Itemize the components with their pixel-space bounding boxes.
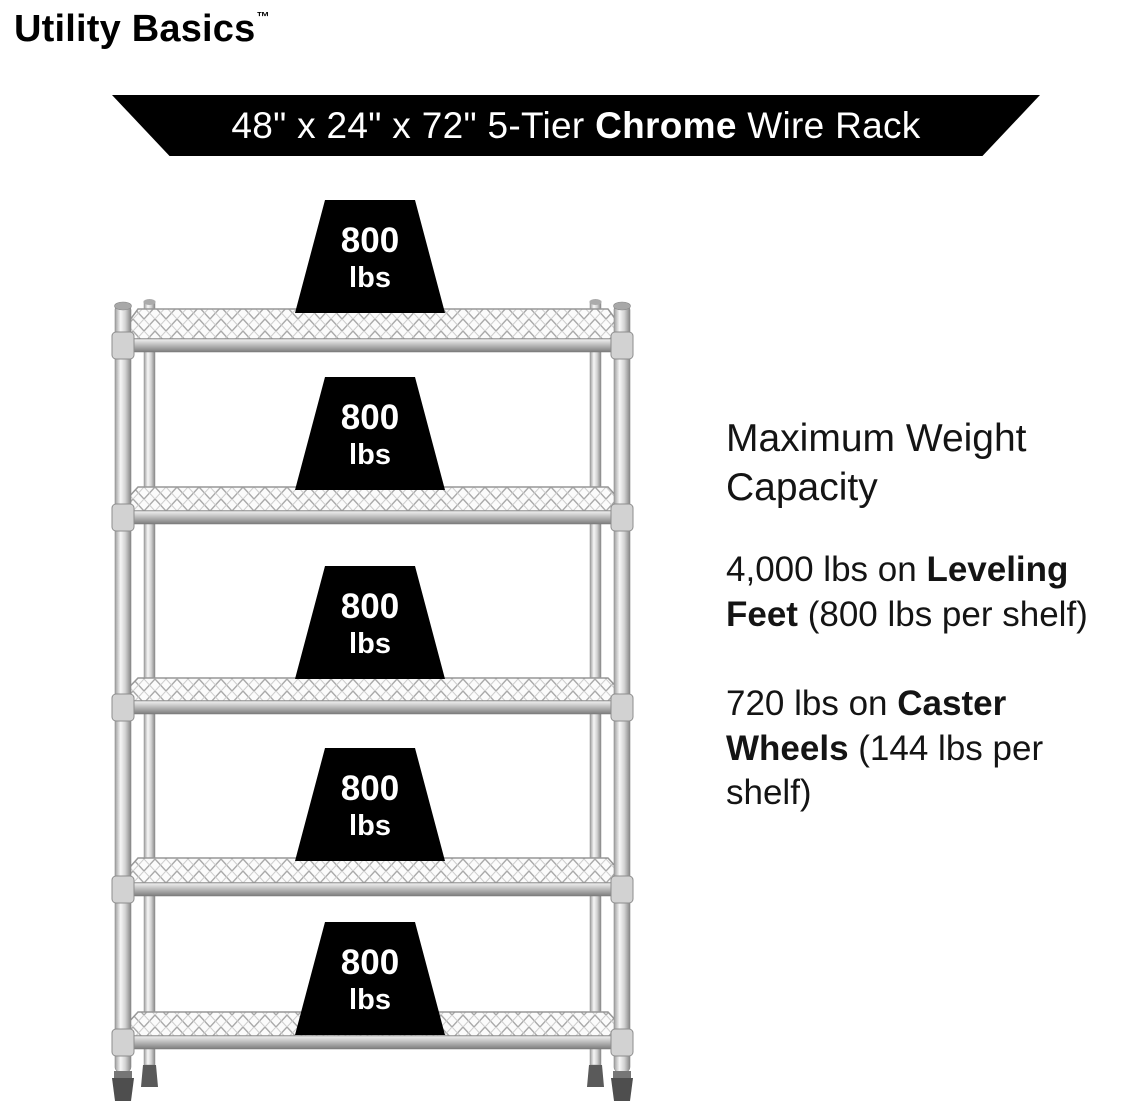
badge-value: 800 <box>340 768 400 808</box>
leveling-feet-post: (800 lbs per shelf) <box>797 595 1088 635</box>
badge-value: 800 <box>340 942 400 982</box>
badge-unit: lbs <box>349 984 391 1017</box>
title-banner: 48" x 24" x 72" 5-Tier Chrome Wire Rack <box>112 95 1040 156</box>
leveling-feet-capacity: 4,000 lbs on Leveling Feet (800 lbs per … <box>726 548 1126 638</box>
capacity-info: Maximum Weight Capacity 4,000 lbs on Lev… <box>726 414 1126 860</box>
banner-text: 48" x 24" x 72" 5-Tier Chrome Wire Rack <box>231 105 920 147</box>
badge-unit: lbs <box>349 262 391 295</box>
trademark-symbol: ™ <box>256 9 270 24</box>
badge-value: 800 <box>340 220 400 260</box>
capacity-heading: Maximum Weight Capacity <box>726 417 1027 510</box>
banner-prefix: 48" x 24" x 72" 5-Tier <box>231 104 596 146</box>
badge-unit: lbs <box>349 628 391 661</box>
brand-logo: Utility Basics™ <box>14 8 270 51</box>
badge-unit: lbs <box>349 439 391 472</box>
leveling-feet-pre: 4,000 lbs on <box>726 550 927 590</box>
caster-wheels-pre: 720 lbs on <box>726 683 898 723</box>
caster-wheels-bold: Caster Wheels <box>726 683 1007 768</box>
caster-wheels-post: (144 lbs per shelf) <box>726 728 1044 813</box>
leveling-feet-bold: Leveling Feet <box>726 550 1069 635</box>
wire-rack-image <box>100 295 645 1105</box>
wire-rack-svg <box>111 299 634 1101</box>
weight-badge-shelf-1: 800 lbs <box>295 200 445 313</box>
brand-name: Utility Basics <box>14 8 256 50</box>
badge-unit: lbs <box>349 810 391 843</box>
banner-suffix: Wire Rack <box>736 104 921 146</box>
badge-value: 800 <box>340 397 400 437</box>
banner-bold-word: Chrome <box>595 104 737 146</box>
badge-value: 800 <box>340 586 400 626</box>
weight-badge-shelf-2: 800 lbs <box>295 377 445 490</box>
caster-wheels-capacity: 720 lbs on Caster Wheels (144 lbs per sh… <box>726 682 1126 816</box>
